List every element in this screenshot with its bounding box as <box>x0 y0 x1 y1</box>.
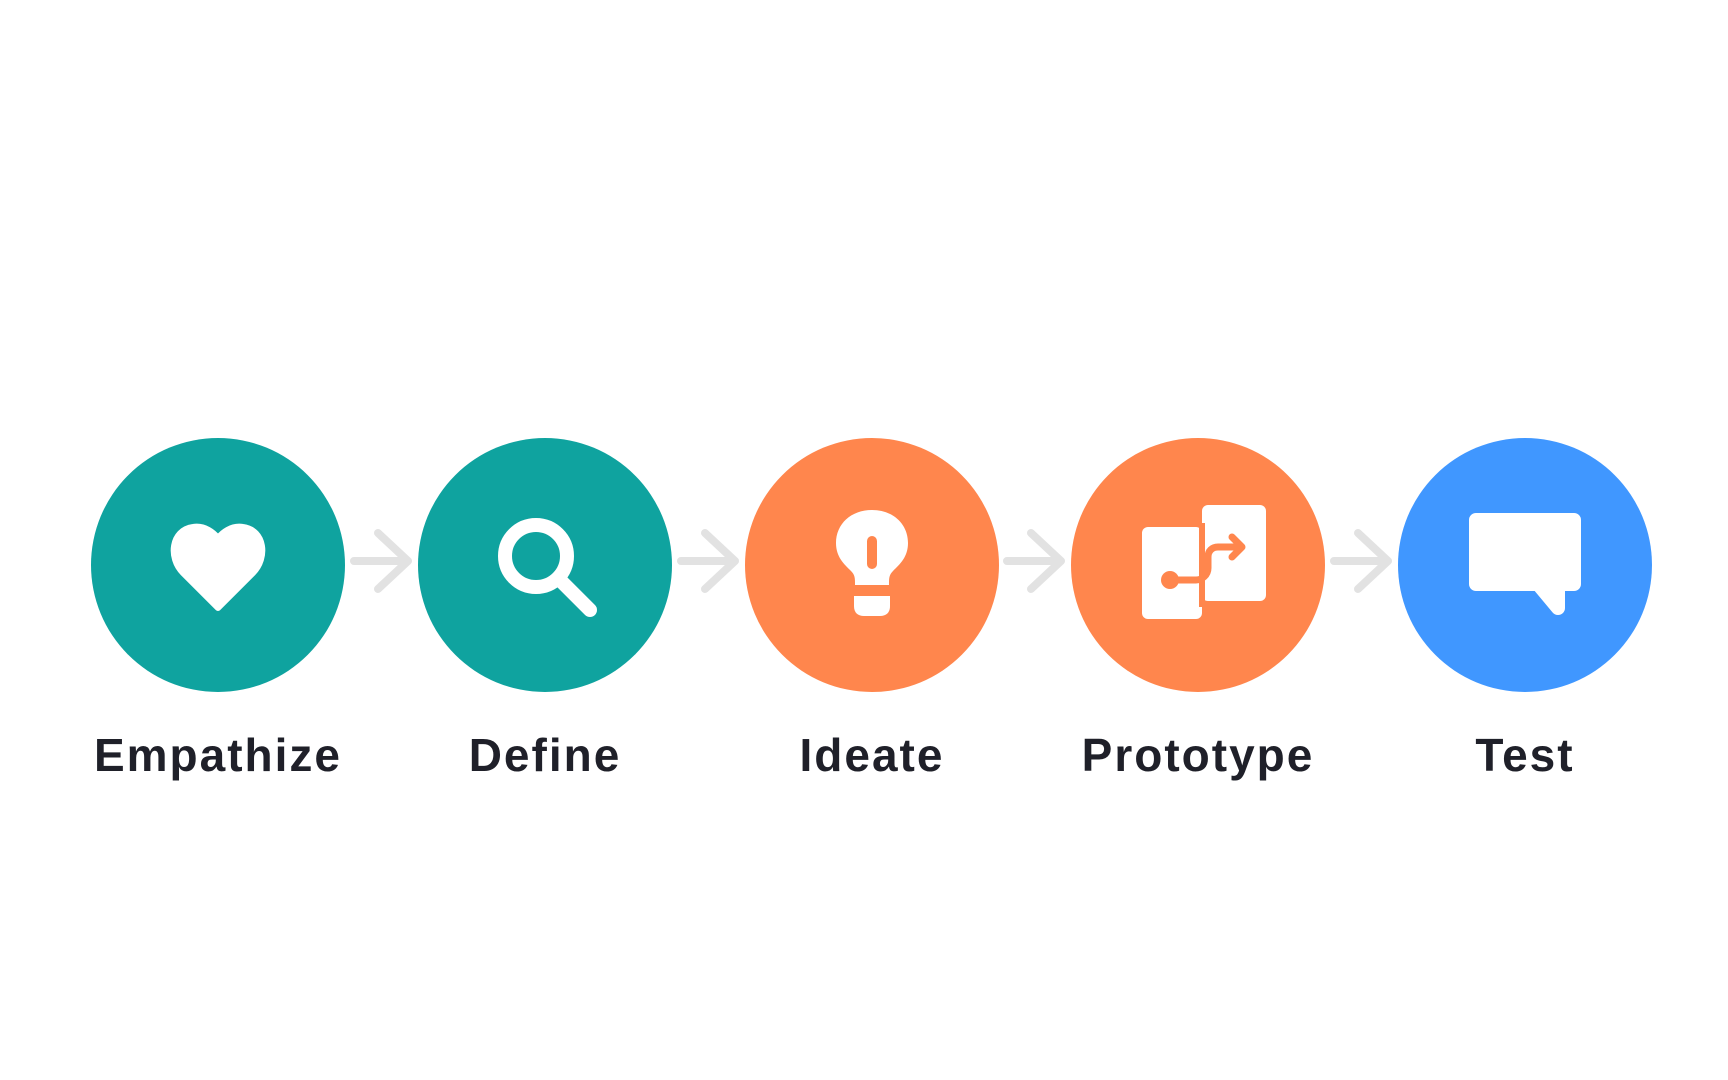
step-label: Ideate <box>799 729 945 781</box>
arrow-1 <box>350 529 412 593</box>
step-label: Define <box>468 729 622 781</box>
define-circle <box>418 438 672 692</box>
speech-bubble-icon <box>1469 513 1581 615</box>
step-label: Test <box>1475 729 1575 781</box>
arrow-4 <box>1330 529 1392 593</box>
step-prototype: Prototype <box>1071 438 1325 781</box>
step-ideate: Ideate <box>745 438 999 781</box>
ideate-circle <box>745 438 999 692</box>
step-empathize: Empathize <box>91 438 345 781</box>
lightbulb-icon <box>836 510 908 616</box>
prototype-icon <box>1142 505 1266 619</box>
prototype-circle <box>1071 438 1325 692</box>
test-circle <box>1398 438 1652 692</box>
empathize-circle <box>91 438 345 692</box>
magnifier-icon <box>498 518 597 617</box>
arrow-2 <box>677 529 739 593</box>
step-define: Define <box>418 438 672 781</box>
step-test: Test <box>1398 438 1652 781</box>
arrow-3 <box>1003 529 1065 593</box>
step-label: Prototype <box>1081 729 1315 781</box>
step-label: Empathize <box>93 729 343 781</box>
heart-icon <box>170 523 266 611</box>
